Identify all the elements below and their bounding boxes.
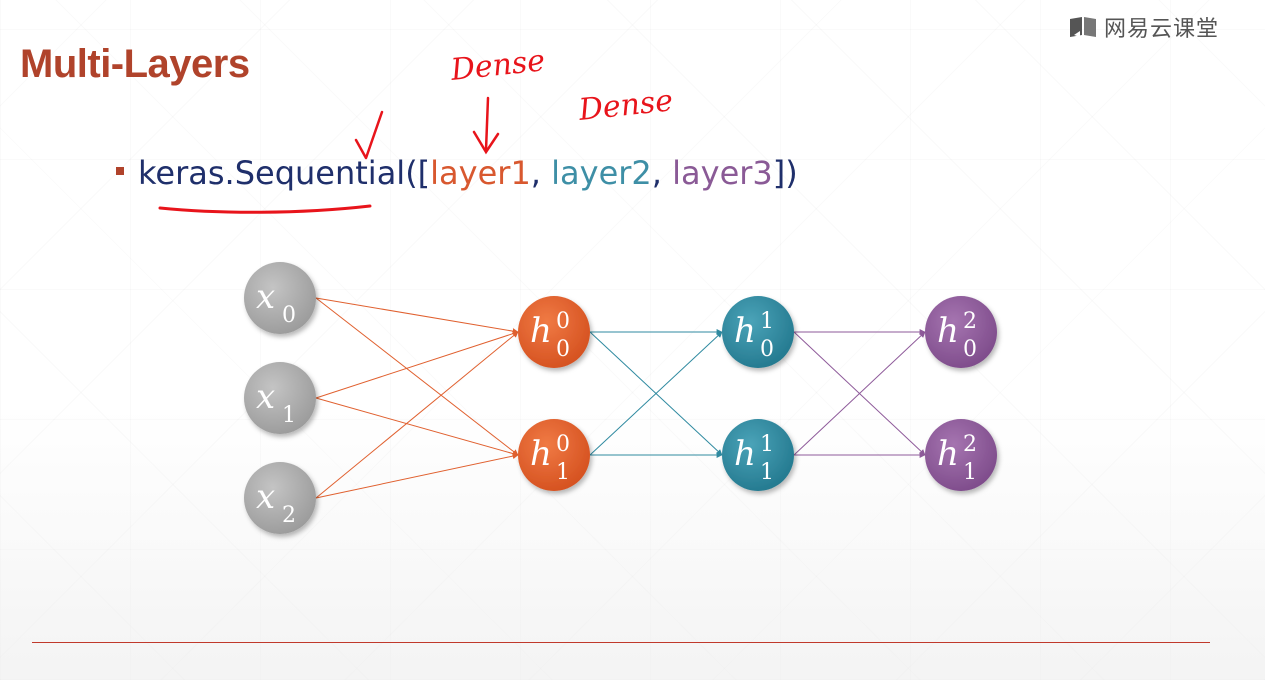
layer3-node-subscript: 0 bbox=[963, 337, 977, 362]
input-node-circle bbox=[244, 262, 316, 334]
bullet-marker bbox=[116, 167, 124, 175]
input-node-label: x bbox=[256, 477, 275, 517]
input-node-label: x bbox=[256, 277, 275, 317]
layer2-node-circle bbox=[722, 296, 794, 368]
arrow-down-icon bbox=[472, 130, 500, 155]
edge-layer2-node-1-to-layer3-node-0 bbox=[793, 331, 926, 456]
layer1-node-label: h bbox=[530, 311, 552, 351]
code-close-bracket: ]) bbox=[772, 154, 798, 192]
input-node-subscript: 2 bbox=[282, 503, 296, 528]
code-open-bracket: ([ bbox=[405, 154, 431, 192]
layer1-node-subscript: 1 bbox=[556, 460, 570, 485]
code-separator-2: , bbox=[651, 154, 673, 192]
layer1-node-superscript: 0 bbox=[556, 432, 570, 457]
layer2-node-subscript: 0 bbox=[760, 337, 774, 362]
layer2-node-label: h bbox=[734, 311, 756, 351]
layer2-node-superscript: 1 bbox=[760, 432, 774, 457]
layer1-node-label: h bbox=[530, 434, 552, 474]
checkmark-icon bbox=[354, 110, 384, 160]
code-layer3: layer3 bbox=[672, 154, 773, 192]
layer3-node-circle bbox=[925, 419, 997, 491]
layer2-node-circle bbox=[722, 419, 794, 491]
code-prefix: keras.Sequential bbox=[138, 154, 406, 192]
underline-mark bbox=[158, 204, 372, 214]
layer3-node-circle bbox=[925, 296, 997, 368]
layer3-node-subscript: 1 bbox=[963, 460, 977, 485]
layer1-node-circle bbox=[518, 419, 590, 491]
layer3-node-superscript: 2 bbox=[963, 432, 977, 457]
input-node-subscript: 0 bbox=[282, 303, 296, 328]
edge-input-node-2-to-layer1-node-0 bbox=[315, 331, 519, 499]
edge-input-node-1-to-layer1-node-1 bbox=[315, 397, 519, 457]
layer1-node-superscript: 0 bbox=[556, 309, 570, 334]
edge-layer1-node-1-to-layer2-node-0 bbox=[589, 331, 723, 456]
layer3-node-label: h bbox=[937, 311, 959, 351]
code-layer1: layer1 bbox=[430, 154, 531, 192]
layer3-node-superscript: 2 bbox=[963, 309, 977, 334]
footer-divider bbox=[32, 642, 1210, 643]
layer2-node-superscript: 1 bbox=[760, 309, 774, 334]
code-layer2: layer2 bbox=[551, 154, 652, 192]
edge-input-node-2-to-layer1-node-1 bbox=[315, 453, 519, 499]
arrow-shaft-icon bbox=[484, 96, 490, 152]
edge-input-node-1-to-layer1-node-0 bbox=[315, 330, 519, 399]
layer1-node-circle bbox=[518, 296, 590, 368]
code-separator-1: , bbox=[530, 154, 552, 192]
logo-text: 网易云课堂 bbox=[1104, 17, 1220, 42]
layer3-node-label: h bbox=[937, 434, 959, 474]
logo: 网易云课堂 bbox=[1068, 12, 1219, 42]
edge-input-node-0-to-layer1-node-1 bbox=[315, 297, 519, 456]
slide-title: Multi-Layers bbox=[20, 42, 250, 86]
layer2-node-label: h bbox=[734, 434, 756, 474]
layer2-node-subscript: 1 bbox=[760, 460, 774, 485]
book-icon bbox=[1070, 17, 1096, 37]
input-node-label: x bbox=[256, 377, 275, 417]
input-node-subscript: 1 bbox=[282, 403, 296, 428]
edge-input-node-0-to-layer1-node-0 bbox=[315, 297, 519, 335]
input-node-circle bbox=[244, 362, 316, 434]
layer1-node-subscript: 0 bbox=[556, 337, 570, 362]
network-edges bbox=[315, 297, 926, 499]
bullet-item: keras.Sequential([layer1, layer2, layer3… bbox=[116, 154, 798, 192]
input-node-circle bbox=[244, 462, 316, 534]
